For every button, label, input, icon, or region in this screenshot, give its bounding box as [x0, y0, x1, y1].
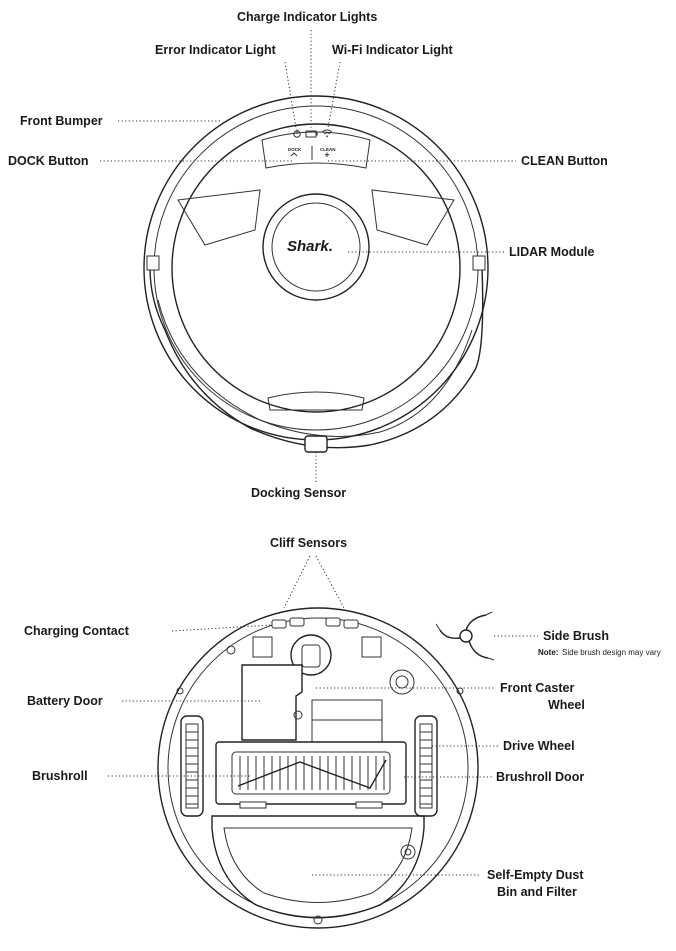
drive-wheel-right — [414, 715, 438, 817]
bumper-notch-right — [472, 255, 486, 271]
wifi-icon — [321, 129, 333, 138]
brushroll-latch-right — [355, 801, 383, 809]
label-lidar-module: LIDAR Module — [509, 245, 594, 259]
right-round-sensor — [389, 669, 415, 695]
bumper-notch-left — [146, 255, 160, 271]
brushroll-door — [215, 741, 407, 805]
top-view: DOCK CLEAN Shark. Charge Indicator Light… — [8, 10, 608, 500]
label-charge-indicator: Charge Indicator Lights — [237, 10, 377, 24]
dust-bin — [211, 815, 425, 919]
house-icon[interactable] — [290, 152, 298, 157]
side-brush — [435, 611, 495, 661]
label-dust-bin-line1: Self-Empty Dust — [487, 868, 584, 882]
clean-panel-text: CLEAN — [320, 147, 336, 152]
label-wifi-indicator: Wi-Fi Indicator Light — [332, 43, 454, 57]
leader-cliff-sensors-right — [315, 555, 345, 609]
charging-contacts — [271, 617, 359, 629]
sparkle-icon[interactable] — [324, 152, 330, 158]
docking-sensor-window — [304, 435, 328, 453]
dock-panel-text: DOCK — [288, 147, 302, 152]
shark-logo: Shark. — [287, 238, 333, 255]
note-text: Side brush design may vary — [562, 648, 661, 657]
bottom-view: Cliff Sensors Charging Contact Side Brus… — [24, 536, 661, 929]
leader-cliff-sensors-left — [283, 555, 311, 609]
power-icon — [293, 129, 301, 138]
battery-door — [241, 664, 303, 741]
label-front-bumper: Front Bumper — [20, 114, 103, 128]
battery-door-screw — [293, 710, 303, 720]
top-cover — [171, 123, 461, 413]
sensor-square-right — [361, 636, 382, 658]
cover-wing-left — [177, 189, 261, 246]
center-panel — [311, 699, 383, 743]
dust-bin-tab — [313, 915, 323, 925]
dust-bin-inner — [223, 827, 413, 903]
label-dock-button: DOCK Button — [8, 154, 89, 168]
brushroll-latch-left — [239, 801, 267, 809]
label-battery-door: Battery Door — [27, 694, 103, 708]
lidar-module-outer — [262, 193, 370, 301]
label-error-indicator: Error Indicator Light — [155, 43, 277, 57]
label-drive-wheel: Drive Wheel — [503, 739, 575, 753]
screw-rear-right-inner — [404, 848, 412, 856]
underside-outer — [157, 607, 479, 929]
robot-base-skirt — [149, 267, 484, 449]
label-dust-bin-line2: Bin and Filter — [497, 885, 577, 899]
label-clean-button: CLEAN Button — [521, 154, 608, 168]
label-brushroll: Brushroll — [32, 769, 88, 783]
control-panel — [261, 131, 371, 169]
screw-left-2 — [176, 687, 184, 695]
leader-wifi-indicator — [327, 61, 341, 129]
lidar-module-inner — [271, 202, 361, 292]
drive-wheel-left — [180, 715, 204, 817]
label-front-caster-line1: Front Caster — [500, 681, 574, 695]
battery-icon — [305, 130, 318, 138]
label-side-brush: Side Brush — [543, 629, 609, 643]
sensor-square-left — [252, 636, 273, 658]
rear-handle-tab — [267, 391, 365, 411]
label-cliff-sensors: Cliff Sensors — [270, 536, 347, 550]
label-front-caster-line2: Wheel — [548, 698, 585, 712]
cover-wing-right — [371, 189, 455, 246]
robot-base-inner-edge — [157, 299, 473, 437]
label-brushroll-door: Brushroll Door — [496, 770, 584, 784]
front-caster-wheel — [290, 634, 332, 676]
leader-charging-contact — [171, 624, 273, 632]
note-label: Note: — [538, 648, 558, 657]
leader-error-indicator — [284, 61, 297, 129]
brushroll — [231, 751, 391, 795]
screw-left-1 — [226, 645, 236, 655]
label-docking-sensor: Docking Sensor — [251, 486, 346, 500]
label-charging-contact: Charging Contact — [24, 624, 130, 638]
